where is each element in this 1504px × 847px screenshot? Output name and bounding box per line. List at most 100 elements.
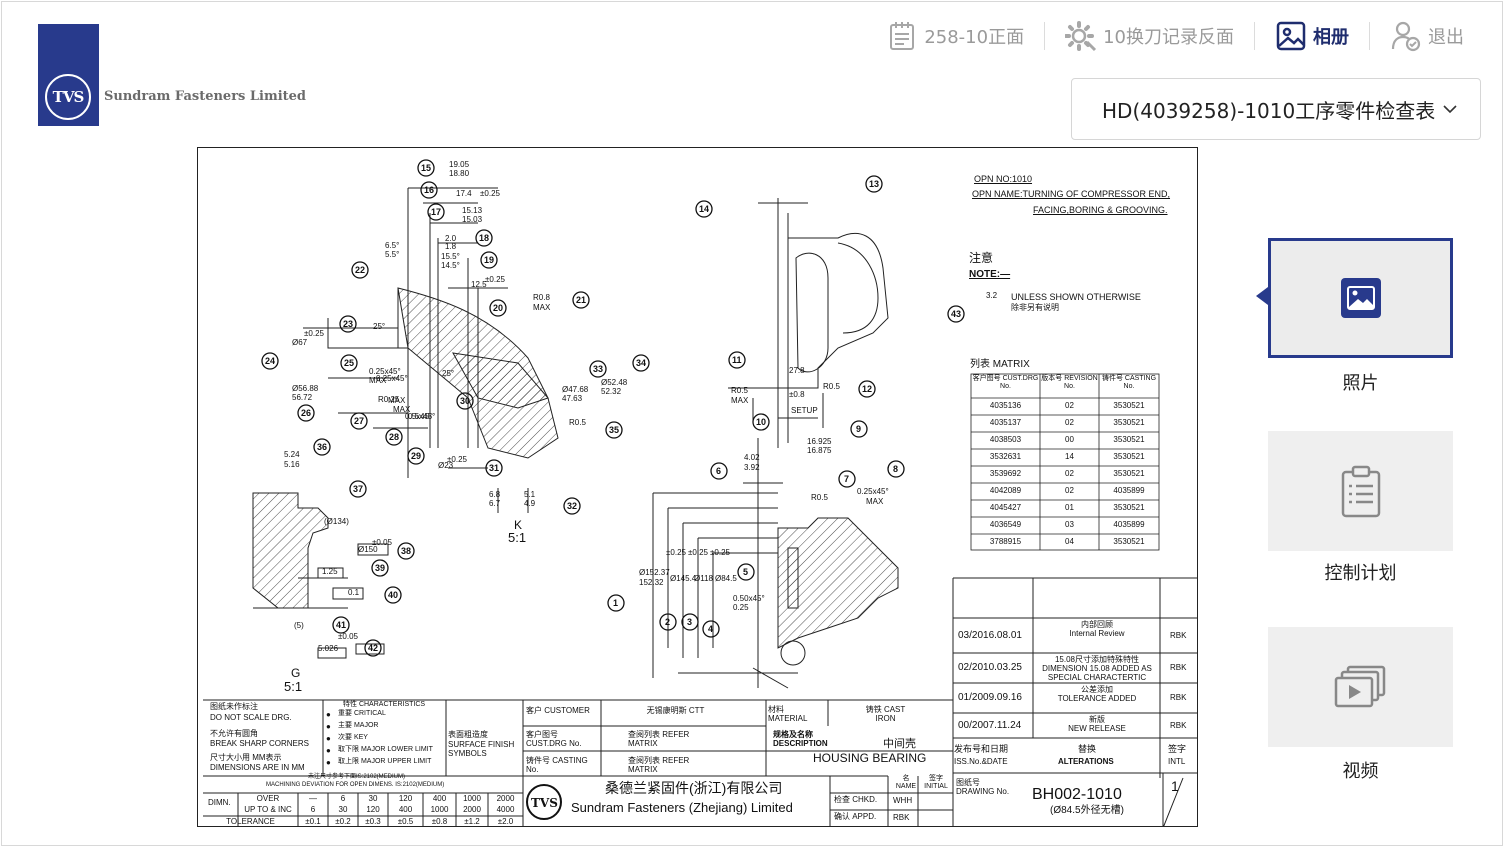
balloon: 28	[385, 428, 403, 446]
dimension-label: 0.5x45°	[405, 412, 433, 421]
tol-upto: 30	[338, 805, 348, 814]
matrix-cell: 4036549	[989, 520, 1022, 529]
balloon: 8	[887, 460, 905, 478]
svg-text:41: 41	[336, 620, 346, 630]
balloon: 29	[407, 447, 425, 465]
dimension-label: Ø118	[694, 574, 713, 583]
nav-album[interactable]: 相册	[1255, 20, 1369, 52]
char-symbol: ●	[326, 710, 331, 719]
clipboard-icon	[1341, 465, 1380, 518]
balloon: 39	[371, 559, 389, 577]
matrix-header: 版本号 REVISION No.	[1041, 375, 1098, 391]
revision-cn: 公差添加	[1081, 685, 1113, 694]
nav-tool-change-record[interactable]: 10换刀记录反面	[1045, 20, 1254, 52]
tb-desc-label: 规格及名称 DESCRIPTION	[773, 730, 828, 749]
svg-text:14: 14	[699, 204, 709, 214]
balloon: 30	[456, 392, 474, 410]
matrix-cell: 3530521	[1113, 469, 1145, 478]
tb-maker-en: Sundram Fasteners (Zhejiang) Limited	[571, 800, 793, 815]
tb-customer-value: 无锡康明斯 CTT	[646, 706, 705, 715]
intl-en: INTL	[1168, 757, 1186, 766]
svg-text:10: 10	[756, 417, 766, 427]
balloon: 12	[858, 380, 876, 398]
dimension-label: R0.5	[731, 386, 748, 395]
tb-casting-label: 铸件号 CASTING No.	[526, 756, 588, 775]
dimension-label: 52.32	[601, 387, 622, 396]
alt-en: ALTERATIONS	[1058, 757, 1114, 766]
dimension-label: 4.9	[524, 499, 536, 508]
engineering-drawing[interactable]: 15 16 17 18 19 20 21 22 23 24 25 26 27 2…	[197, 147, 1198, 827]
svg-text:7: 7	[844, 474, 849, 484]
balloon: 33	[589, 360, 607, 378]
nav-divider	[1254, 22, 1255, 50]
tol-upto: UP TO & INC	[244, 805, 292, 814]
char-item: 取上限 MAJOR UPPER LIMIT	[338, 758, 432, 765]
svg-text:40: 40	[388, 590, 398, 600]
svg-text:32: 32	[567, 501, 577, 511]
balloon: 37	[349, 480, 367, 498]
balloon: 24	[261, 352, 279, 370]
tol-over: 2000	[496, 794, 515, 803]
photo-icon	[1340, 278, 1381, 318]
dimension-label: 6.7	[489, 499, 501, 508]
tb-initial-label: 签字 INITIAL	[924, 775, 948, 791]
matrix-cell: 4035136	[989, 401, 1022, 410]
balloon: 15	[417, 159, 435, 177]
svg-text:34: 34	[636, 358, 646, 368]
gear-icon	[1065, 21, 1097, 52]
unless-shown: UNLESS SHOWN OTHERWISE	[1011, 292, 1141, 302]
balloon: 19	[480, 251, 498, 269]
matrix-cell: 01	[1065, 503, 1074, 512]
svg-text:12: 12	[862, 384, 872, 394]
matrix-cell: 3532631	[989, 452, 1022, 461]
nav-front-record[interactable]: 258-10正面	[866, 20, 1044, 52]
char-item: 次要 KEY	[338, 734, 368, 741]
dimension-label: 5.16	[284, 460, 300, 469]
dimension-label: 5.026	[318, 644, 339, 653]
revision-date: 00/2007.11.24	[958, 719, 1022, 731]
side-control-plan-button[interactable]	[1268, 431, 1453, 551]
tol-value: TOLERANCE	[226, 817, 275, 826]
dimension-label: 15.5°	[441, 252, 460, 261]
inspection-sheet-selector[interactable]: HD(4039258)-1010工序零件检查表	[1071, 78, 1481, 140]
matrix-header: 客户图号 CUST.DRG No.	[972, 375, 1039, 391]
dimension-label: 16.875	[807, 446, 832, 455]
side-photos-label: 照片	[1342, 373, 1379, 394]
svg-text:27: 27	[354, 416, 364, 426]
svg-text:33: 33	[593, 364, 603, 374]
balloon: 2	[659, 613, 677, 631]
tb-material-value: 铸铁 CAST IRON	[865, 705, 906, 724]
matrix-cell: 3530521	[1113, 537, 1145, 546]
balloon: 10	[752, 413, 770, 431]
opn-name-line1: OPN NAME:TURNING OF COMPRESSOR END,	[972, 189, 1171, 199]
char-item: 重要 CRITICAL	[338, 710, 386, 717]
tb-tol-note2: MACHINING DEVIATION FOR OPEN DIMENS. IS:…	[266, 782, 445, 788]
dimension-label: 15.03	[462, 215, 483, 224]
char-symbol: ●	[326, 758, 331, 767]
svg-text:29: 29	[411, 451, 421, 461]
tol-upto: 120	[366, 805, 380, 814]
balloon: 25	[340, 354, 358, 372]
view-k-scale: 5:1	[508, 530, 527, 545]
tb-drawing-sub: (Ø84.5外径无槽)	[1050, 805, 1124, 816]
balloon: 43	[947, 305, 965, 323]
revision-by: RBK	[1170, 693, 1187, 702]
side-video-button[interactable]	[1268, 627, 1453, 747]
dimension-label: 1.25	[322, 567, 338, 576]
nav-logout[interactable]: 退出	[1370, 20, 1484, 52]
svg-text:18: 18	[479, 233, 489, 243]
dimension-label: 0.5x45°	[408, 412, 436, 421]
dimension-label: ±0.25	[447, 455, 467, 464]
balloon: 7	[838, 470, 856, 488]
tol-value: ±0.5	[397, 817, 414, 826]
dimension-label: 18.80	[449, 169, 470, 178]
tb-dims-en: DIMENSIONS ARE IN MM	[210, 763, 305, 772]
side-photos-button[interactable]	[1268, 238, 1453, 358]
svg-text:28: 28	[389, 432, 399, 442]
dimension-label: 6.8	[489, 490, 501, 499]
nav-divider	[1044, 22, 1046, 50]
balloon: 16	[420, 181, 438, 199]
tb-chkd-value: WHH	[893, 796, 913, 805]
matrix-cell: 4038503	[989, 435, 1022, 444]
